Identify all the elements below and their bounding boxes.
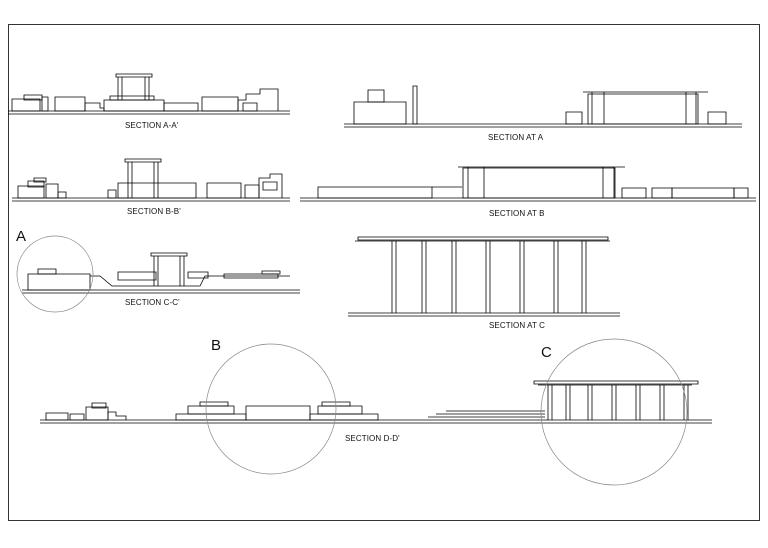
detail-circle-b: [205, 343, 337, 475]
drawing-section-at-b: [300, 167, 756, 201]
sheet-border: [9, 25, 760, 521]
detail-circle-c: [540, 338, 688, 486]
drawing-section-at-a: [344, 86, 742, 127]
section-at-b-label: SECTION AT B: [489, 209, 545, 218]
section-at-a-label: SECTION AT A: [488, 133, 544, 142]
section-at-c-label: SECTION AT C: [489, 321, 546, 330]
detail-circle-a: [16, 235, 94, 313]
section-d-d-label: SECTION D-D': [345, 434, 400, 443]
detail-marker-b: B: [211, 337, 222, 354]
section-c-c-label: SECTION C-C': [125, 298, 180, 307]
section-b-b-label: SECTION B-B': [127, 207, 181, 216]
drawing-section-at-c: [348, 237, 620, 316]
drawing-section-b-b: [12, 159, 290, 201]
drawing-section-a-a: [8, 74, 290, 114]
detail-marker-a: A: [16, 228, 27, 245]
detail-marker-c: C: [541, 344, 552, 361]
drawing-section-c-c: [22, 253, 300, 293]
section-a-a-label: SECTION A-A': [125, 121, 179, 130]
drawing-section-d-d: [40, 381, 712, 423]
